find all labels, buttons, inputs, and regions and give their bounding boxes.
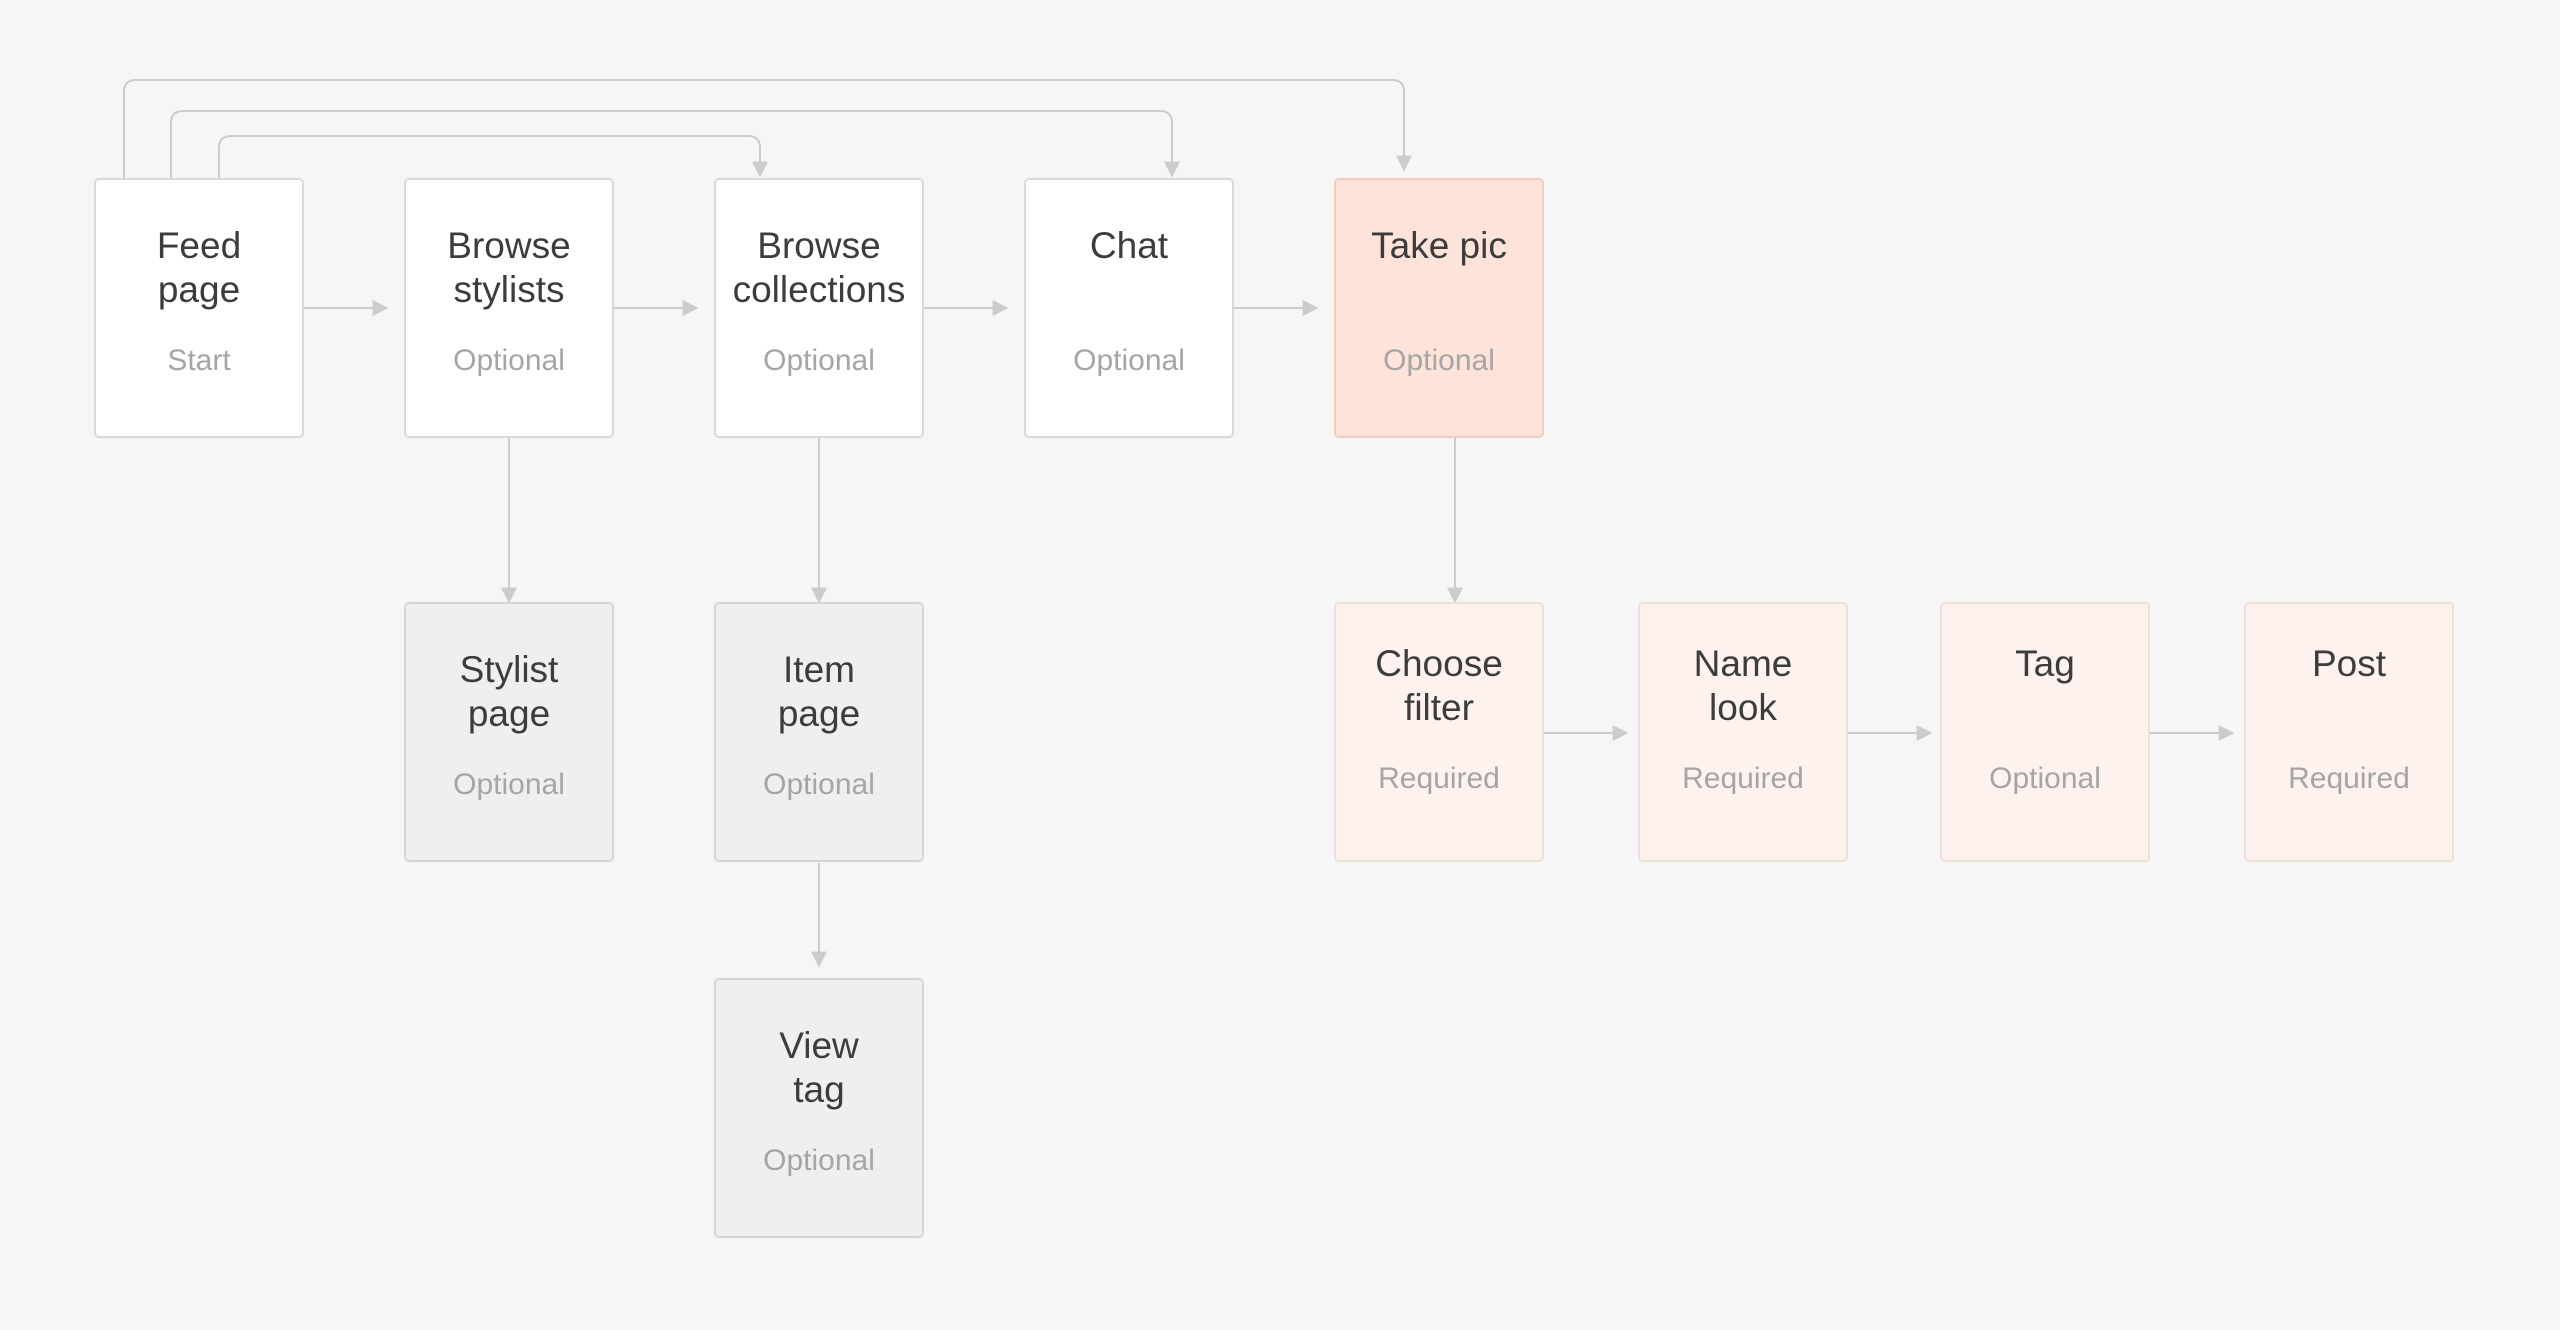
node-tag[interactable]: Tag Optional [1940,602,2150,862]
node-title: Take pic [1371,225,1507,266]
node-title: Tag [2015,643,2075,684]
node-status: Required [2288,762,2410,795]
node-title: Chat [1089,225,1169,266]
node-status: Optional [763,344,875,377]
node-status: Required [1378,762,1500,795]
node-status: Optional [1383,344,1495,377]
node-take-pic[interactable]: Take pic Optional [1334,178,1544,438]
node-status: Optional [453,344,565,377]
node-status: Required [1682,762,1804,795]
node-title: Post [2311,643,2387,684]
node-status: Optional [1073,344,1185,377]
node-status: Optional [763,768,875,801]
arrow-feed-to-browse-collections [218,135,768,178]
arrow-feed-to-take-pic [123,79,1412,178]
node-status: Optional [1989,762,2101,795]
node-status: Optional [453,768,565,801]
node-chat[interactable]: Chat Optional [1024,178,1234,438]
node-status: Optional [763,1144,875,1177]
arrow-feed-to-chat [170,110,1180,178]
node-status: Start [167,344,231,377]
node-post[interactable]: Post Required [2244,602,2454,862]
